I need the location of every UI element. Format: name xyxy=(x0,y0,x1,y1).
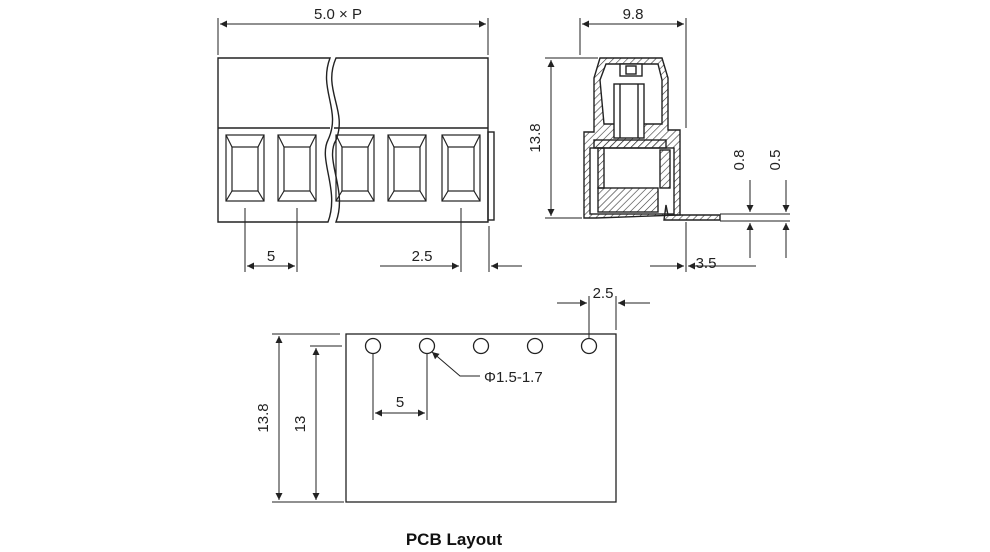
pcb-hole xyxy=(580,337,598,355)
terminal-opening xyxy=(335,134,375,202)
pcb-hole xyxy=(526,337,544,355)
side-height-label: 13.8 xyxy=(527,123,544,152)
terminal-opening xyxy=(441,134,481,202)
pcb-hole xyxy=(364,337,382,355)
pcb-hole xyxy=(472,337,490,355)
front-dimensions xyxy=(217,18,522,272)
pcb-outline xyxy=(345,333,617,503)
pcb-hole xyxy=(418,337,436,355)
pcb-hole-label: Φ1.5-1.7 xyxy=(484,369,543,386)
side-view xyxy=(583,57,790,222)
side-pin-offset-label: 3.5 xyxy=(696,255,717,272)
front-body-left xyxy=(217,57,334,223)
side-pin-thickness-label: 0.5 xyxy=(767,150,784,171)
front-edge-label: 2.5 xyxy=(412,248,433,265)
front-pitch-label: 5 xyxy=(267,248,275,265)
pcb-outer-height-label: 13.8 xyxy=(255,403,272,432)
side-dimensions xyxy=(545,18,790,272)
pcb-layout xyxy=(345,333,617,503)
front-view xyxy=(217,57,495,223)
side-width-label: 9.8 xyxy=(623,6,644,23)
terminal-opening xyxy=(277,134,317,202)
front-side-lip xyxy=(487,131,495,221)
front-body-right xyxy=(331,57,489,223)
pcb-dimensions xyxy=(272,296,650,503)
pcb-layout-title: PCB Layout xyxy=(406,530,503,549)
pcb-pitch-label: 5 xyxy=(396,394,404,411)
front-width-label: 5.0 × P xyxy=(314,6,362,23)
terminal-opening xyxy=(387,134,427,202)
terminal-opening xyxy=(225,134,265,202)
pcb-inner-height-label: 13 xyxy=(292,416,309,433)
pcb-edge-label: 2.5 xyxy=(593,285,614,302)
side-pin-rise-label: 0.8 xyxy=(731,150,748,171)
